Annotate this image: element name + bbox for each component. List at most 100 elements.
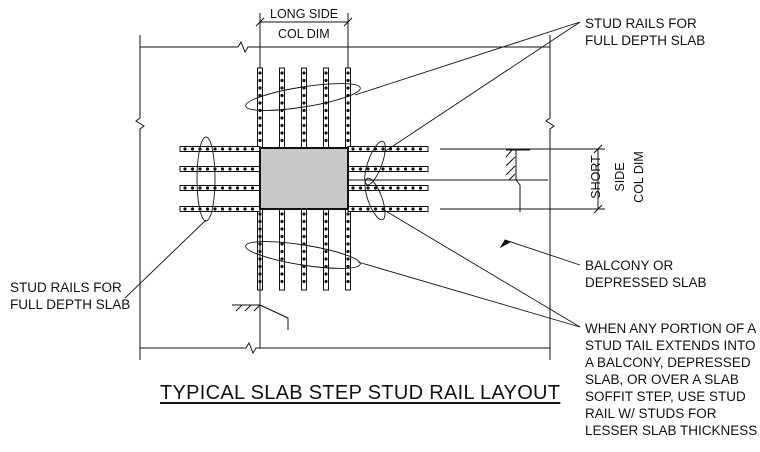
leader-lines (124, 21, 581, 328)
stud (346, 212, 350, 216)
stud (258, 123, 262, 128)
stud (324, 272, 328, 276)
stud (280, 93, 284, 98)
stud (411, 147, 415, 151)
stud (411, 207, 415, 211)
stud (346, 219, 350, 224)
stud (190, 207, 195, 211)
step-edge-right (506, 149, 530, 212)
slab-step-lines (232, 149, 548, 348)
long-side-dimension (255, 13, 353, 150)
short-side-label: SIDE (613, 162, 627, 192)
stud (280, 131, 284, 135)
stud-rail-vertical-bottom-4 (345, 208, 351, 291)
stud (373, 186, 378, 190)
dimension-lines (255, 13, 605, 214)
stud (258, 101, 262, 105)
stud (324, 234, 328, 239)
stud (280, 249, 284, 254)
note-stud-rails-top: STUD RAILS FOR FULL DEPTH SLAB (585, 16, 706, 48)
stud-rail-vertical-bottom-1 (279, 208, 285, 291)
short-col-dim-label: COL DIM (632, 151, 646, 203)
stud (183, 207, 187, 211)
leader-when-2 (357, 261, 581, 328)
stud (324, 123, 328, 128)
stud (324, 71, 328, 75)
stud-rail-horizontal-right-3 (347, 206, 429, 212)
stud (250, 207, 255, 211)
stud (280, 219, 284, 224)
stud (280, 264, 284, 269)
stud (324, 131, 328, 135)
stud (346, 227, 350, 231)
stud (324, 86, 328, 90)
stud (280, 138, 284, 143)
stud (381, 147, 385, 151)
stud-rail-horizontal-left-2 (179, 185, 261, 191)
stud (302, 279, 306, 284)
stud (220, 147, 225, 151)
stud (324, 249, 328, 254)
stud (324, 116, 328, 120)
stud-rail-horizontal-right-2 (347, 185, 429, 191)
stud (183, 147, 187, 151)
stud (243, 186, 247, 190)
stud (418, 207, 423, 211)
stud (403, 147, 408, 151)
step-hatch-right (505, 149, 516, 181)
stud (403, 186, 408, 190)
short-side-dimension (440, 144, 605, 214)
stud (346, 123, 350, 128)
stud (418, 186, 423, 190)
stud (258, 78, 262, 83)
stud (346, 257, 350, 261)
stud (190, 147, 195, 151)
stud (258, 86, 262, 90)
stud (351, 147, 355, 151)
stud (346, 108, 350, 113)
slab-edge-left (135, 35, 145, 360)
stud (302, 131, 306, 135)
stud (403, 167, 408, 171)
leader-when-1 (383, 209, 581, 328)
stud (346, 78, 350, 83)
stud (396, 147, 400, 151)
stud (183, 167, 187, 171)
stud (346, 116, 350, 120)
stud (213, 147, 217, 151)
stud (346, 242, 350, 246)
stud (280, 279, 284, 284)
stud (280, 272, 284, 276)
long-side-label: LONG SIDE (270, 7, 339, 21)
stud (302, 257, 306, 261)
stud (302, 93, 306, 98)
stud (358, 147, 363, 151)
stud (324, 264, 328, 269)
stud-rail-horizontal-left-0 (179, 146, 261, 152)
stud (280, 234, 284, 239)
stud (280, 123, 284, 128)
stud (258, 138, 262, 143)
stud (280, 212, 284, 216)
leader-ellipse-left (196, 136, 216, 222)
slab-edge-bottom (140, 341, 550, 355)
stud (258, 116, 262, 120)
stud-rail-vertical-top-4 (345, 67, 351, 149)
stud (228, 147, 232, 151)
leader-top-2 (383, 21, 581, 153)
stud (228, 167, 232, 171)
stud (396, 167, 400, 171)
stud (346, 131, 350, 135)
stud (220, 167, 225, 171)
stud (388, 167, 393, 171)
stud (346, 71, 350, 75)
leader-ellipse-right-top (364, 140, 386, 186)
leader-balcony-arrow (499, 239, 512, 249)
stud (302, 116, 306, 120)
stud (388, 186, 393, 190)
stud (366, 207, 370, 211)
stud (351, 207, 355, 211)
note-balcony: BALCONY OR DEPRESSED SLAB (585, 258, 707, 290)
stud (358, 167, 363, 171)
